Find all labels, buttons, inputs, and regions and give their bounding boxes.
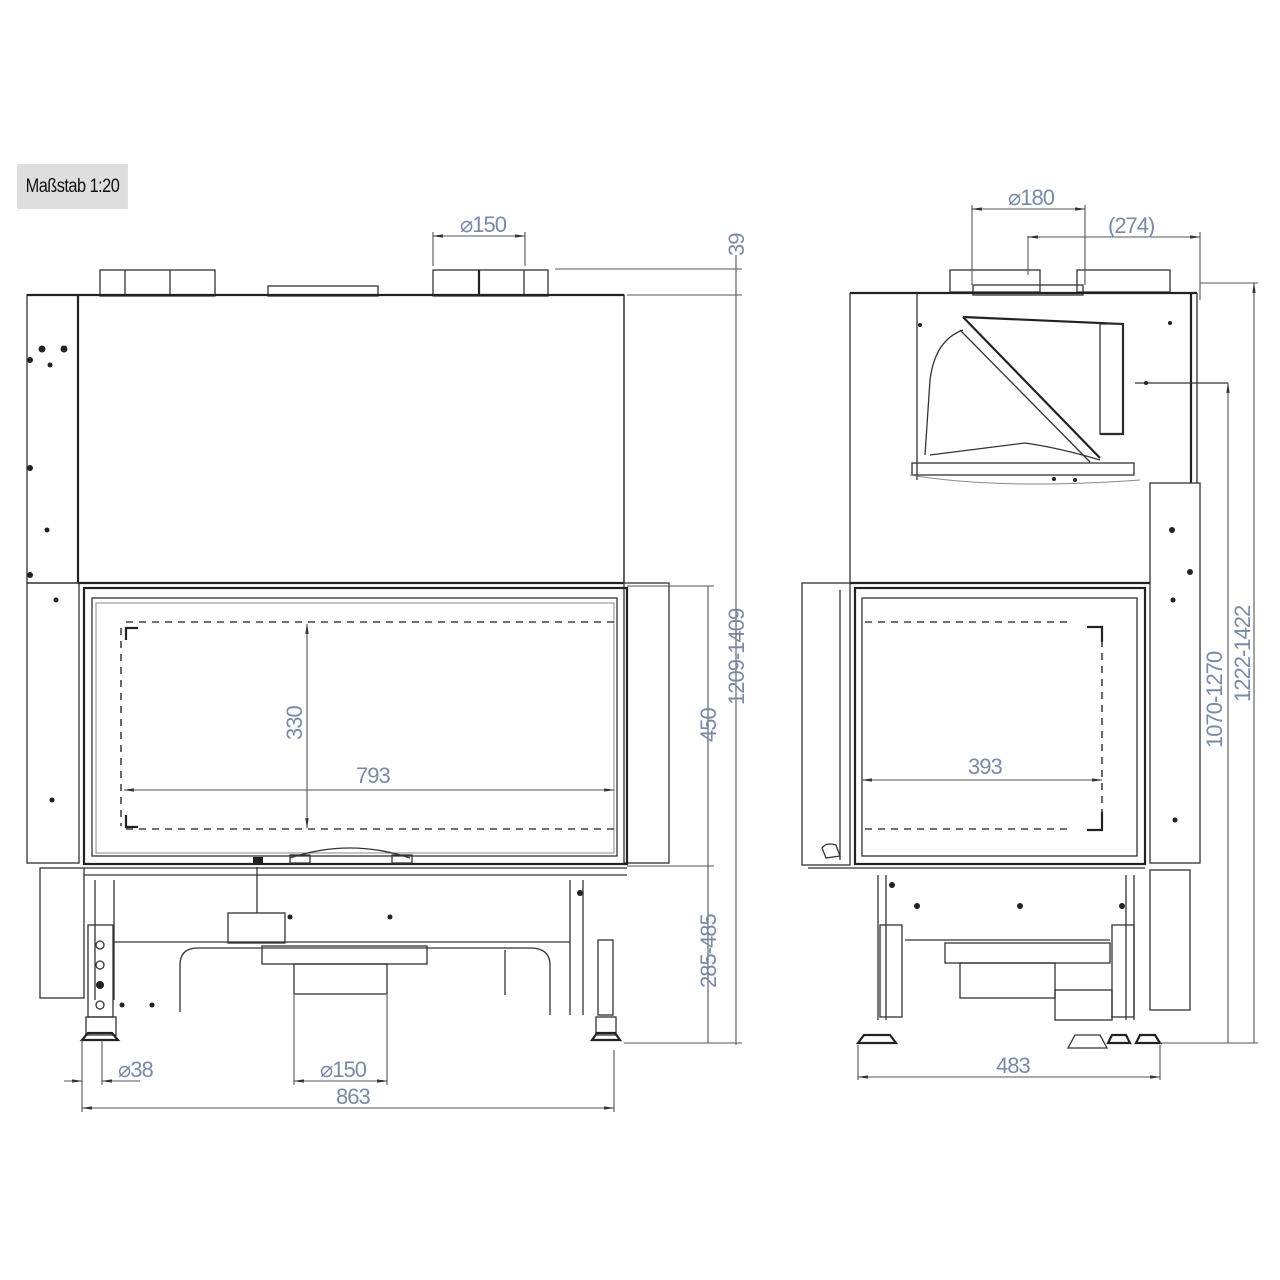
dim-side-total-depth: 483 [996, 1053, 1030, 1078]
front-view: ⌀150 39 1209-1409 450 285-485 330 793 ⌀3… [26, 212, 749, 1112]
dim-side-flue-offset: (274) [1108, 213, 1154, 238]
dim-side-flue-diameter: ⌀180 [1008, 185, 1055, 210]
dim-front-total-height: 1209-1409 [724, 608, 749, 705]
side-view: 393 ⌀180 (274) [801, 185, 1258, 1080]
dim-side-glass-width: 393 [968, 754, 1002, 779]
dim-side-height: 1070-1270 [1202, 651, 1227, 748]
dim-front-air-inlet-diameter: ⌀150 [320, 1057, 367, 1082]
dim-front-glass-width: 793 [356, 763, 390, 788]
dim-side-total-height: 1222-1422 [1230, 605, 1255, 702]
dim-front-top-offset: 39 [724, 233, 749, 256]
scale-label: Maßstab 1:20 [17, 164, 128, 209]
dim-front-base-height: 285-485 [696, 913, 721, 988]
dim-front-foot-diameter: ⌀38 [118, 1057, 153, 1082]
dim-front-door-height: 450 [696, 708, 721, 742]
dim-front-glass-height: 330 [282, 706, 307, 740]
dim-front-total-width: 863 [336, 1084, 370, 1109]
dim-front-flue-diameter: ⌀150 [460, 212, 507, 237]
